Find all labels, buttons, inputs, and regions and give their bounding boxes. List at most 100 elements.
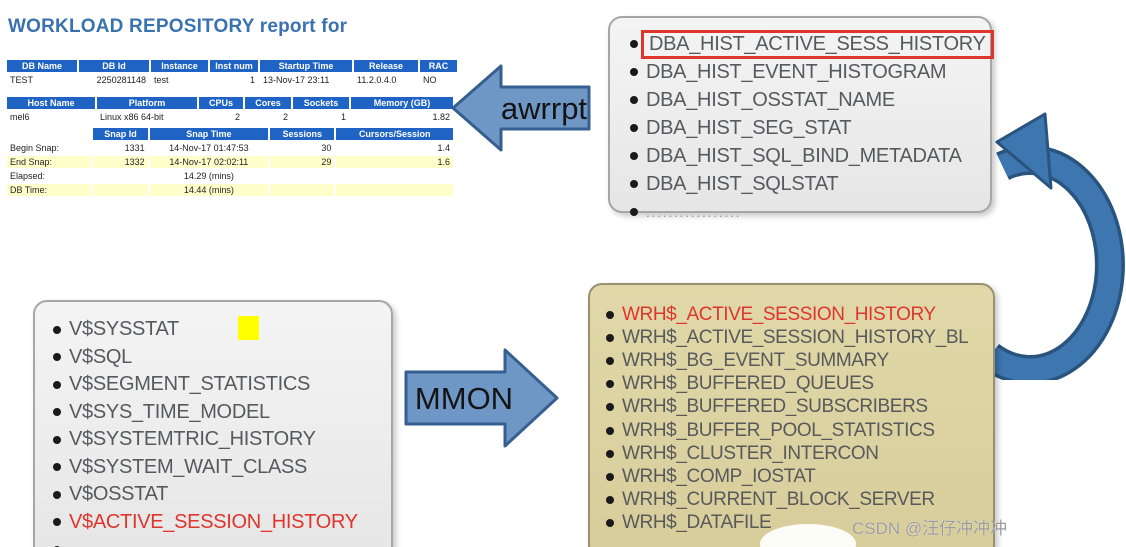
bullet-icon	[606, 380, 614, 389]
list-item: DBA_HIST_SQLSTAT	[630, 170, 990, 198]
cell-cursors	[336, 184, 453, 196]
bullet-icon	[53, 545, 61, 547]
table-name: WRH$_BUFFERED_QUEUES	[622, 373, 874, 395]
column-header: Sockets	[293, 97, 349, 109]
table-name: WRH$_ACTIVE_SESSION_HISTORY_BL	[622, 326, 969, 348]
mmon-arrow-icon: MMON	[404, 348, 559, 448]
table-row: End Snap: 1332 14-Nov-17 02:02:11 29 1.6	[7, 156, 453, 168]
table-row: Elapsed: 14.29 (mins)	[7, 170, 453, 182]
list-item: WRH$_CLUSTER_INTERCON	[606, 442, 993, 465]
bullet-icon	[53, 353, 61, 362]
table-header-row: Snap Id Snap Time Sessions Cursors/Sessi…	[7, 128, 453, 140]
list-item: .................	[53, 536, 391, 547]
list-item: DBA_HIST_ACTIVE_SESS_HISTORY	[630, 29, 994, 59]
list-item: V$OSSTAT	[53, 481, 391, 509]
column-header: Host Name	[7, 97, 95, 109]
column-header: Release	[354, 60, 418, 72]
list-item: V$SQL	[53, 344, 391, 372]
table-name: WRH$_DATAFILE	[622, 512, 772, 534]
table-name: WRH$_BUFFER_POOL_STATISTICS	[622, 419, 935, 441]
table-name: WRH$_BG_EVENT_SUMMARY	[622, 349, 889, 371]
view-name: DBA_HIST_SEG_STAT	[646, 116, 852, 139]
bullet-icon	[630, 68, 638, 76]
list-item: V$SEGMENT_STATISTICS	[53, 371, 391, 399]
bullet-icon	[630, 180, 638, 188]
cell-elapsed: 14.29 (mins)	[149, 170, 269, 182]
table-name: WRH$_CLUSTER_INTERCON	[622, 442, 879, 464]
column-header: Memory (GB)	[351, 97, 453, 109]
view-name: DBA_HIST_ACTIVE_SESS_HISTORY	[649, 32, 986, 55]
cell-sessions	[270, 184, 335, 196]
table-name: WRH$_ACTIVE_SESSION_HISTORY	[622, 303, 936, 325]
view-name: V$SYSSTAT	[69, 318, 179, 341]
cell-cursors	[336, 170, 453, 182]
cell-row-label: Elapsed:	[7, 170, 92, 182]
column-header: Startup Time	[260, 60, 352, 72]
list-item: V$SYSSTAT	[53, 316, 391, 344]
cell-db-id: 2250281148	[79, 74, 149, 86]
cell-instance: test	[151, 74, 208, 86]
view-name: V$SQL	[69, 345, 132, 368]
bullet-icon	[53, 463, 61, 472]
page-title: WORKLOAD REPOSITORY report for	[8, 16, 348, 37]
bullet-icon	[606, 472, 614, 481]
bullet-icon	[53, 518, 61, 527]
cell-sockets: 1	[293, 111, 349, 123]
cell-sessions: 29	[270, 156, 335, 168]
column-header: Platform	[97, 97, 197, 109]
view-name: V$SEGMENT_STATISTICS	[69, 373, 311, 396]
bullet-icon	[630, 40, 638, 48]
bullet-icon	[606, 356, 614, 365]
cell-snap-id: 1331	[93, 142, 148, 154]
bullet-icon	[606, 426, 614, 435]
view-name: V$SYS_TIME_MODEL	[69, 400, 270, 423]
cell-cores: 2	[245, 111, 291, 123]
bullet-icon	[606, 496, 614, 505]
white-blob-overlay	[760, 524, 856, 547]
column-header: CPUs	[199, 97, 243, 109]
column-header: Snap Time	[149, 128, 269, 140]
list-item: V$SYS_TIME_MODEL	[53, 399, 391, 427]
curved-arrow-icon	[980, 112, 1125, 380]
bullet-icon	[630, 208, 638, 216]
ellipsis-item: .................	[69, 542, 164, 547]
host-info-table: Host Name Platform CPUs Cores Sockets Me…	[5, 95, 455, 125]
bullet-icon	[53, 325, 61, 334]
bullet-icon	[53, 435, 61, 444]
list-item-highlighted: WRH$_ACTIVE_SESSION_HISTORY	[606, 303, 993, 326]
view-name: V$OSSTAT	[69, 483, 169, 506]
view-name: V$SYSTEMTRIC_HISTORY	[69, 428, 316, 451]
table-row: TEST 2250281148 test 1 13-Nov-17 23:11 1…	[7, 74, 457, 86]
cell-cursors: 1.6	[336, 156, 453, 168]
list-item: .................	[630, 198, 990, 226]
table-row: DB Time: 14.44 (mins)	[7, 184, 453, 196]
view-name: DBA_HIST_OSSTAT_NAME	[646, 88, 895, 111]
cell-host-name: mel6	[7, 111, 95, 123]
bullet-icon	[53, 408, 61, 417]
view-name: V$ACTIVE_SESSION_HISTORY	[69, 510, 358, 533]
list-item: WRH$_BUFFERED_SUBSCRIBERS	[606, 396, 993, 419]
table-header-row: Host Name Platform CPUs Cores Sockets Me…	[7, 97, 453, 109]
cell-platform: Linux x86 64-bit	[97, 111, 197, 123]
list-item: DBA_HIST_SQL_BIND_METADATA	[630, 142, 990, 170]
blank-header	[7, 128, 91, 140]
ellipsis-item: .................	[646, 204, 742, 220]
table-row: Begin Snap: 1331 14-Nov-17 01:47:53 30 1…	[7, 142, 453, 154]
view-name: DBA_HIST_SQL_BIND_METADATA	[646, 144, 962, 167]
cell-startup-time: 13-Nov-17 23:11	[260, 74, 352, 86]
view-name: V$SYSTEM_WAIT_CLASS	[69, 455, 308, 478]
cell-sessions	[270, 170, 335, 182]
cell-db-name: TEST	[7, 74, 77, 86]
column-header: RAC	[420, 60, 457, 72]
table-header-row: DB Name DB Id Instance Inst num Startup …	[7, 60, 457, 72]
bullet-icon	[630, 96, 638, 104]
list-item: WRH$_BG_EVENT_SUMMARY	[606, 349, 993, 372]
list-item: WRH$_COMP_IOSTAT	[606, 465, 993, 488]
mmon-label: MMON	[415, 381, 513, 416]
bullet-icon	[606, 449, 614, 458]
list-item: WRH$_CURRENT_BLOCK_SERVER	[606, 489, 993, 512]
cell-snap-time: 14-Nov-17 01:47:53	[149, 142, 269, 154]
cell-db-time: 14.44 (mins)	[149, 184, 269, 196]
wrh-tables-box: WRH$_ACTIVE_SESSION_HISTORY WRH$_ACTIVE_…	[588, 283, 995, 547]
